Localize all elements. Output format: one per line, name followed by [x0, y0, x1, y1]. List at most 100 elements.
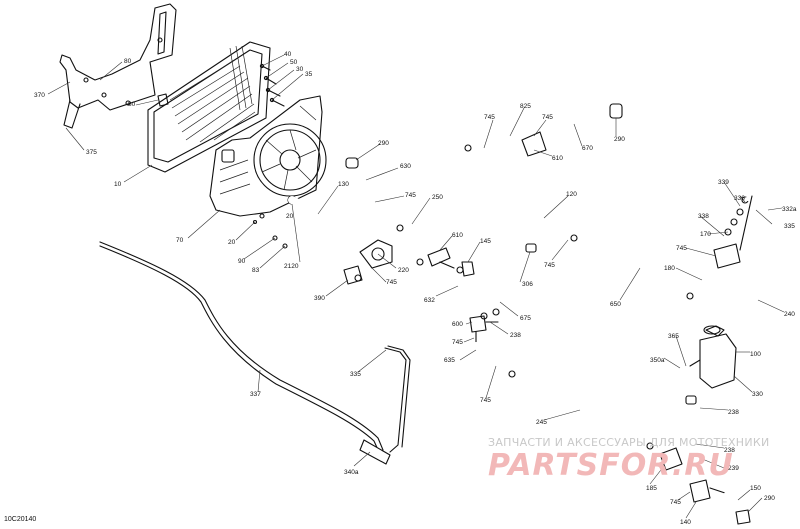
callout-745-d: 745 [480, 397, 491, 404]
callout-220: 220 [398, 267, 409, 274]
pipe-245 [509, 371, 653, 449]
callout-238-c: 238 [724, 447, 735, 454]
callout-745-c: 745 [452, 339, 463, 346]
callout-245: 245 [536, 419, 547, 426]
callout-240: 240 [784, 311, 795, 318]
callout-20-b: 20 [286, 213, 294, 220]
callout-labels: 370 80 375 10 40 50 30 35 80 70 20 20 90… [34, 51, 797, 526]
callout-745-g: 745 [544, 262, 555, 269]
callout-290-b: 290 [614, 136, 625, 143]
callout-336: 336 [734, 195, 745, 202]
watermark-tagline: ЗАПЧАСТИ И АКСЕССУАРЫ ДЛЯ МОТОТЕХНИКИ [488, 436, 770, 449]
callout-100: 100 [750, 351, 761, 358]
callout-40: 40 [284, 51, 292, 58]
hose-635 [472, 342, 516, 378]
callout-145: 145 [480, 238, 491, 245]
water-pump-fitting [713, 196, 749, 269]
callout-610: 610 [452, 232, 463, 239]
watermark-logo: PARTSFOR.RU [488, 448, 734, 483]
callout-90: 90 [238, 258, 246, 265]
callout-745-h: 745 [676, 245, 687, 252]
callout-290: 290 [378, 140, 389, 147]
hose-350a [662, 364, 686, 422]
callout-630: 630 [400, 163, 411, 170]
leader-lines [47, 54, 785, 519]
callout-20: 20 [228, 239, 236, 246]
callout-10: 10 [114, 181, 122, 188]
overflow-tube [99, 241, 411, 465]
callout-180: 180 [664, 265, 675, 272]
callout-370: 370 [34, 92, 45, 99]
callout-120: 120 [566, 191, 577, 198]
callout-350a: 350a [650, 357, 665, 364]
hose-336 [739, 195, 770, 251]
callout-675: 675 [520, 315, 531, 322]
callout-332a: 332a [782, 206, 797, 213]
radiator [147, 41, 271, 173]
callout-365: 365 [668, 333, 679, 340]
callout-632: 632 [424, 297, 435, 304]
hose-150 [724, 492, 744, 506]
callout-70: 70 [176, 237, 184, 244]
callout-250: 250 [432, 194, 443, 201]
callout-745-f: 745 [542, 114, 553, 121]
callout-335: 335 [350, 371, 361, 378]
callout-83: 83 [252, 267, 260, 274]
callout-745-e: 745 [484, 114, 495, 121]
callout-239: 239 [728, 465, 739, 472]
fitting-185 [659, 447, 683, 471]
hose-240 [716, 230, 766, 333]
hose-675 [492, 236, 537, 304]
callout-80-b: 80 [128, 101, 136, 108]
callout-337: 337 [250, 391, 261, 398]
diagram-reference-code: 10C20140 [4, 516, 37, 523]
callout-50: 50 [290, 59, 298, 66]
pipe-650 [571, 235, 693, 299]
callout-610-b: 610 [552, 155, 563, 162]
callout-670: 670 [582, 145, 593, 152]
callout-335-b: 335 [784, 223, 795, 230]
callout-170: 170 [700, 231, 711, 238]
callout-290-c: 290 [764, 495, 775, 502]
fan-assembly [209, 95, 327, 217]
plug-290 [735, 509, 751, 525]
fitting-610-right [521, 131, 547, 157]
callout-340a: 340a [344, 469, 359, 476]
hose-670 [535, 103, 623, 139]
callout-635: 635 [444, 357, 455, 364]
callout-375: 375 [86, 149, 97, 156]
hose-250-left [396, 222, 436, 252]
callout-745-i: 745 [670, 499, 681, 506]
callout-650: 650 [610, 301, 621, 308]
thermostat-220 [343, 239, 393, 285]
callout-390: 390 [314, 295, 325, 302]
callout-600: 600 [452, 321, 463, 328]
callout-238-b: 238 [728, 409, 739, 416]
hose-120 [514, 156, 578, 242]
hose-239 [667, 418, 706, 462]
hose-145 [461, 261, 475, 277]
callout-745: 745 [405, 192, 416, 199]
hose-238-lower [682, 395, 701, 488]
callout-330: 330 [752, 391, 763, 398]
radiator-bracket [59, 3, 177, 129]
callout-130: 130 [338, 181, 349, 188]
hose-180 [686, 260, 718, 300]
callout-238: 238 [510, 332, 521, 339]
callout-80: 80 [124, 58, 132, 65]
clamps-misc [354, 144, 694, 450]
callout-30: 30 [296, 66, 304, 73]
callout-825: 825 [520, 103, 531, 110]
hose-825 [464, 128, 524, 153]
callout-140: 140 [680, 519, 691, 526]
hose-130 [288, 196, 352, 272]
tee-600 [469, 315, 499, 343]
callout-306: 306 [522, 281, 533, 288]
callout-150: 150 [750, 485, 761, 492]
callout-2120: 2120 [284, 263, 299, 270]
hose-630 [345, 157, 371, 219]
callout-35: 35 [305, 71, 313, 78]
callout-339: 339 [718, 179, 729, 186]
